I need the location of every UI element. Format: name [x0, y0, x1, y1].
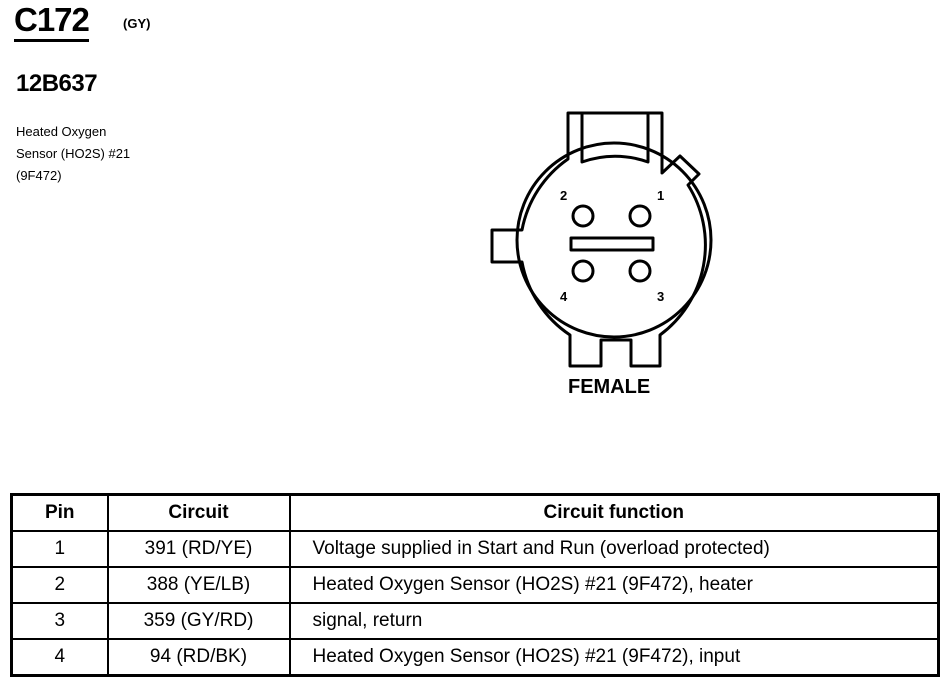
column-header-function: Circuit function — [288, 493, 940, 532]
connector-color-code: (GY) — [123, 16, 151, 31]
table-row: 2 388 (YE/LB) Heated Oxygen Sensor (HO2S… — [10, 566, 940, 604]
circuit-cell: 359 (GY/RD) — [106, 602, 291, 640]
connector-gender-label: FEMALE — [568, 376, 651, 398]
circuit-cell: 391 (RD/YE) — [106, 530, 291, 568]
function-cell: Heated Oxygen Sensor (HO2S) #21 (9F472),… — [288, 638, 940, 677]
pin-cell: 3 — [10, 602, 109, 640]
connector-housing-outline — [490, 111, 707, 368]
pin-number-3: 3 — [657, 289, 664, 304]
connector-id: C172 — [14, 2, 90, 42]
pin-cavity-1 — [628, 204, 652, 228]
table-row: 4 94 (RD/BK) Heated Oxygen Sensor (HO2S)… — [10, 638, 940, 677]
function-cell: Voltage supplied in Start and Run (overl… — [288, 530, 940, 568]
description-line: Sensor (HO2S) #21 — [16, 146, 131, 161]
pin-cell: 2 — [10, 566, 109, 604]
description-line: (9F472) — [16, 168, 62, 183]
table-row: 1 391 (RD/YE) Voltage supplied in Start … — [10, 530, 940, 568]
part-number: 12B637 — [16, 70, 98, 97]
key-slot — [569, 236, 655, 252]
pin-number-1: 1 — [657, 188, 664, 203]
pin-number-2: 2 — [560, 188, 567, 203]
function-cell: signal, return — [288, 602, 940, 640]
circuit-cell: 388 (YE/LB) — [106, 566, 291, 604]
pin-cell: 4 — [10, 638, 109, 677]
function-cell: Heated Oxygen Sensor (HO2S) #21 (9F472),… — [288, 566, 940, 604]
pin-cavity-2 — [571, 204, 595, 228]
table-row: 3 359 (GY/RD) signal, return — [10, 602, 940, 640]
connector-latch-outline — [580, 113, 650, 164]
circuit-cell: 94 (RD/BK) — [106, 638, 291, 677]
pin-cavity-4 — [571, 259, 595, 283]
pin-number-4: 4 — [560, 289, 568, 304]
connector-face-outline — [515, 141, 713, 339]
connector-face-diagram: 2 1 4 3 — [490, 111, 713, 368]
pin-cell: 1 — [10, 530, 109, 568]
column-header-pin: Pin — [10, 493, 109, 532]
connector-description: Heated Oxygen Sensor (HO2S) #21 (9F472) — [16, 121, 236, 187]
pinout-table: Pin Circuit Circuit function 1 391 (RD/Y… — [10, 493, 940, 677]
table-header-row: Pin Circuit Circuit function — [10, 493, 940, 532]
description-line: Heated Oxygen — [16, 124, 107, 139]
pin-cavity-3 — [628, 259, 652, 283]
column-header-circuit: Circuit — [106, 493, 291, 532]
